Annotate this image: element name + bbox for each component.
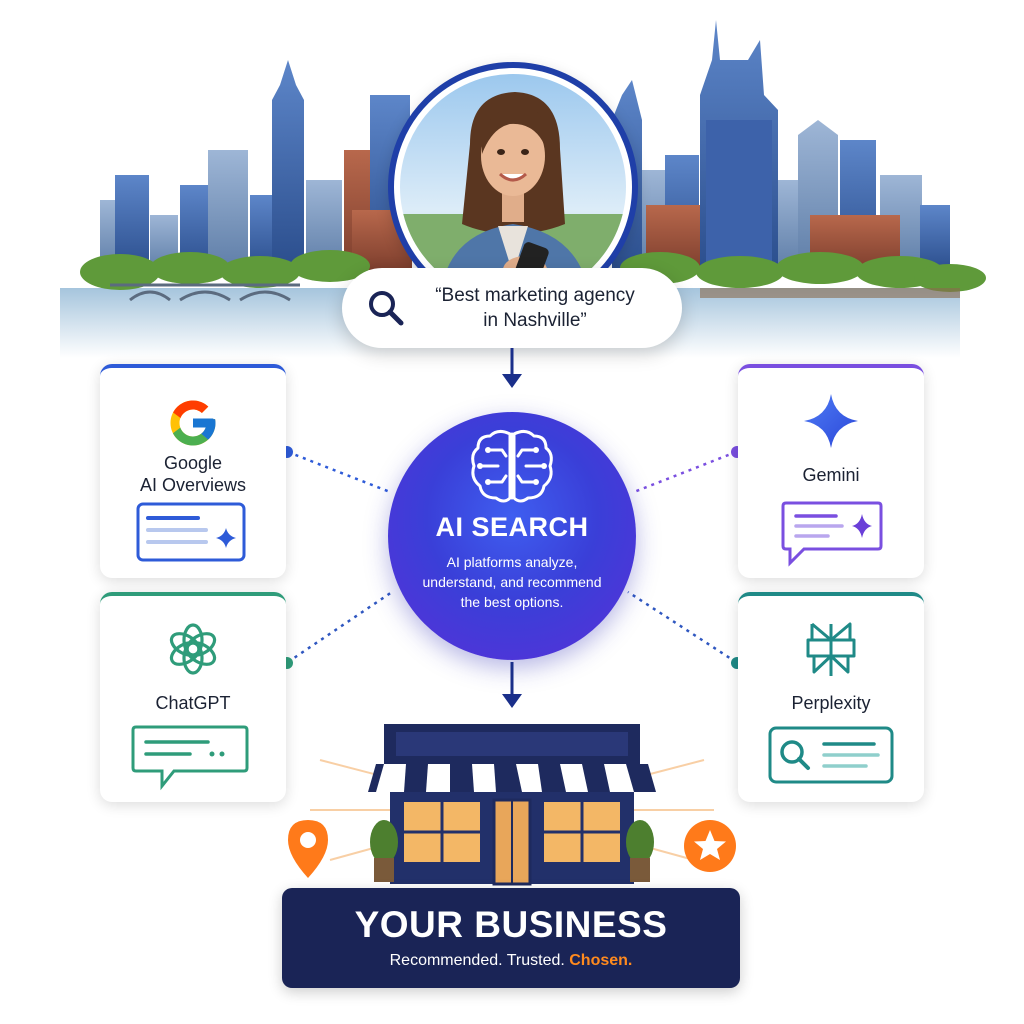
arrow-down-icon <box>502 662 522 708</box>
platform-card-chatgpt[interactable]: ChatGPT <box>100 592 286 802</box>
ai-search-description: AI platforms analyze, understand, and re… <box>412 552 612 612</box>
search-query-text: “Best marketing agency in Nashville” <box>408 283 682 333</box>
gemini-sparkle-icon <box>804 394 858 448</box>
chat-bubble-icon <box>131 725 249 791</box>
ai-desc-line-2: understand, and recommend <box>422 574 602 590</box>
ai-search-title: AI SEARCH <box>435 512 589 542</box>
google-label-line-2: AI Overviews <box>139 475 247 495</box>
platform-card-gemini[interactable]: Gemini <box>738 364 924 578</box>
chatgpt-label: ChatGPT <box>155 693 231 713</box>
ai-desc-line-1: AI platforms analyze, <box>446 554 578 570</box>
business-tagline: Recommended. Trusted. Chosen. <box>282 952 740 970</box>
your-business-banner: YOUR BUSINESS Recommended. Trusted. Chos… <box>282 888 740 988</box>
brain-icon <box>471 429 553 503</box>
perplexity-label: Perplexity <box>791 693 871 713</box>
tagline-main: Recommended. Trusted. <box>389 952 570 969</box>
city-skyline-illustration <box>60 20 986 358</box>
perplexity-logo-icon <box>806 622 856 676</box>
storefront-illustration <box>310 724 714 886</box>
tagline-highlight: Chosen. <box>569 952 633 969</box>
ai-desc-line-3: the best options. <box>460 594 564 610</box>
platform-card-perplexity[interactable]: Perplexity <box>738 592 924 802</box>
arrow-down-icon <box>502 348 522 388</box>
business-title: YOUR BUSINESS <box>354 904 668 945</box>
google-label: Google AI Overviews <box>100 452 286 496</box>
location-pin-icon <box>288 820 328 878</box>
gemini-label: Gemini <box>802 465 860 485</box>
star-badge-icon <box>684 820 736 872</box>
ai-search-hub: AI SEARCH AI platforms analyze, understa… <box>388 412 636 660</box>
search-result-panel-icon <box>136 502 246 562</box>
search-icon <box>369 291 404 326</box>
woman-with-phone-illustration <box>400 92 626 300</box>
chat-bubble-icon <box>781 501 883 567</box>
google-logo-icon <box>170 400 216 446</box>
google-label-line-1: Google <box>163 453 223 473</box>
search-query-bar[interactable]: “Best marketing agency in Nashville” <box>342 268 682 348</box>
search-query-line-2: in Nashville” <box>483 310 587 331</box>
platform-card-google[interactable]: Google AI Overviews <box>100 364 286 578</box>
search-query-line-1: “Best marketing agency <box>435 285 635 306</box>
chatgpt-logo-icon <box>169 623 217 675</box>
search-result-panel-icon <box>768 726 894 784</box>
